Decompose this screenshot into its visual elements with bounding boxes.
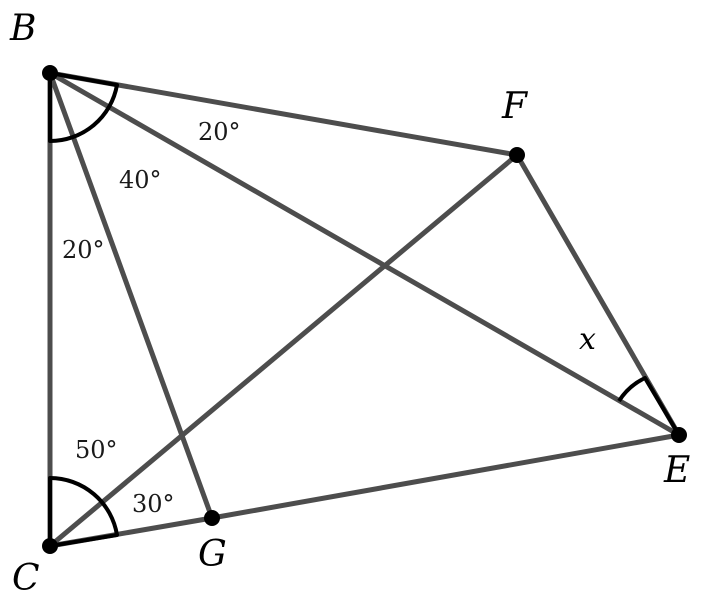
label-b: B xyxy=(9,8,36,49)
angle-tick-e xyxy=(643,376,681,437)
segment-c-f xyxy=(47,152,520,549)
angle-arc-b-outer xyxy=(49,84,119,144)
angle-arc-e xyxy=(617,376,646,403)
angle-mark-b xyxy=(48,71,119,144)
angle-label-b-left: 20° xyxy=(62,236,105,264)
angle-tick-c-right xyxy=(48,533,119,548)
segment-b-f xyxy=(47,70,520,158)
angle-mark-c xyxy=(48,476,119,548)
label-f: F xyxy=(501,86,529,127)
segment-b-g xyxy=(47,70,215,521)
segment-g-e xyxy=(209,432,682,521)
angle-label-b-mid: 40° xyxy=(119,166,162,194)
angle-tick-b-top xyxy=(48,71,119,87)
point-b xyxy=(42,65,58,81)
point-c xyxy=(42,538,58,554)
point-f xyxy=(509,147,525,163)
point-e xyxy=(671,427,687,443)
segment-b-e xyxy=(47,70,682,438)
angle-label-e: x xyxy=(579,322,596,357)
label-e: E xyxy=(663,450,690,491)
angle-mark-e xyxy=(617,376,681,437)
label-c: C xyxy=(12,558,40,599)
angle-label-c-lower: 30° xyxy=(132,490,175,518)
segments-group xyxy=(47,70,682,549)
label-g: G xyxy=(198,534,227,575)
point-g xyxy=(204,510,220,526)
angle-label-b-top: 20° xyxy=(198,118,241,146)
angle-label-c-upper: 50° xyxy=(75,436,118,464)
angle-arc-c-outer xyxy=(49,476,119,536)
